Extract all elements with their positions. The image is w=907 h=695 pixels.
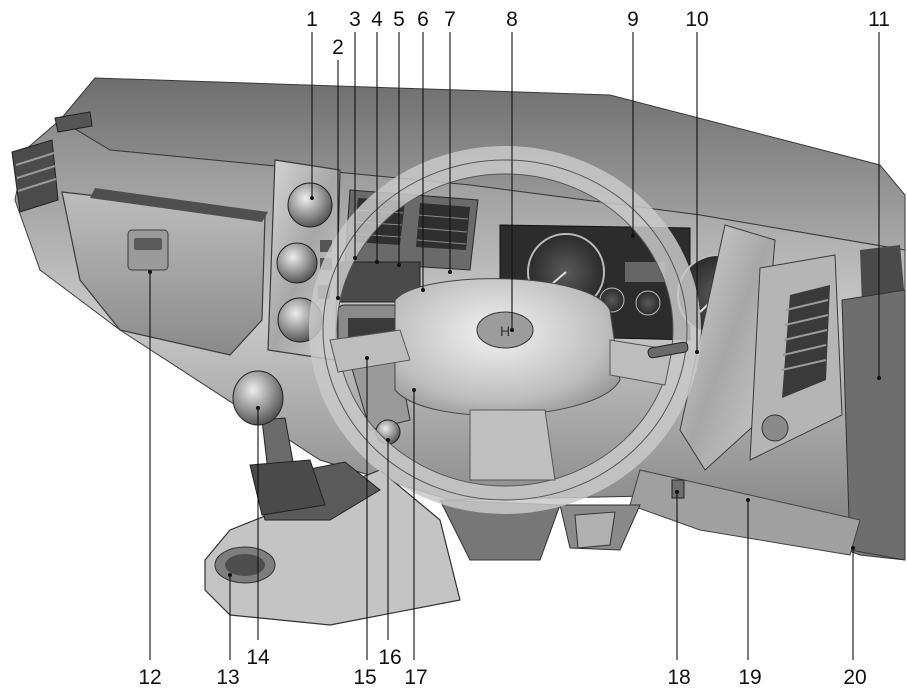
- callout-9: 9: [627, 8, 639, 31]
- callout-13: 13: [216, 666, 239, 689]
- callout-6: 6: [417, 8, 429, 31]
- lower-dash-panel: [439, 469, 861, 561]
- callout-1: 1: [306, 8, 318, 31]
- right-air-vent: [749, 245, 905, 461]
- callout-7: 7: [444, 8, 456, 31]
- callout-4: 4: [371, 8, 383, 31]
- leader-lines: [149, 32, 880, 660]
- callout-14: 14: [246, 646, 270, 669]
- callout-8: 8: [506, 8, 518, 31]
- callout-16: 16: [378, 646, 401, 669]
- callout-10: 10: [685, 8, 708, 31]
- steering-logo-icon: H: [500, 323, 510, 339]
- left-air-vent: [11, 111, 93, 213]
- callout-labels: 1 2 3 4 5 6 7 8 9 10 11 12 13 14 15 16 1…: [138, 8, 890, 689]
- side-panel-right: [841, 289, 906, 561]
- callout-18: 18: [667, 666, 690, 689]
- callout-17: 17: [404, 666, 427, 689]
- hood-release: [671, 479, 685, 499]
- callout-15: 15: [353, 666, 376, 689]
- callout-12: 12: [138, 666, 161, 689]
- callout-2: 2: [332, 36, 344, 59]
- callout-3: 3: [349, 8, 361, 31]
- callout-11: 11: [868, 8, 890, 31]
- wiper-stalk: [647, 341, 689, 359]
- leader-dots: [148, 196, 881, 577]
- callout-5: 5: [393, 8, 405, 31]
- gear-shift-lever: [232, 370, 326, 516]
- glove-box: [61, 188, 268, 356]
- callout-20: 20: [843, 666, 866, 689]
- callout-19: 19: [738, 666, 761, 689]
